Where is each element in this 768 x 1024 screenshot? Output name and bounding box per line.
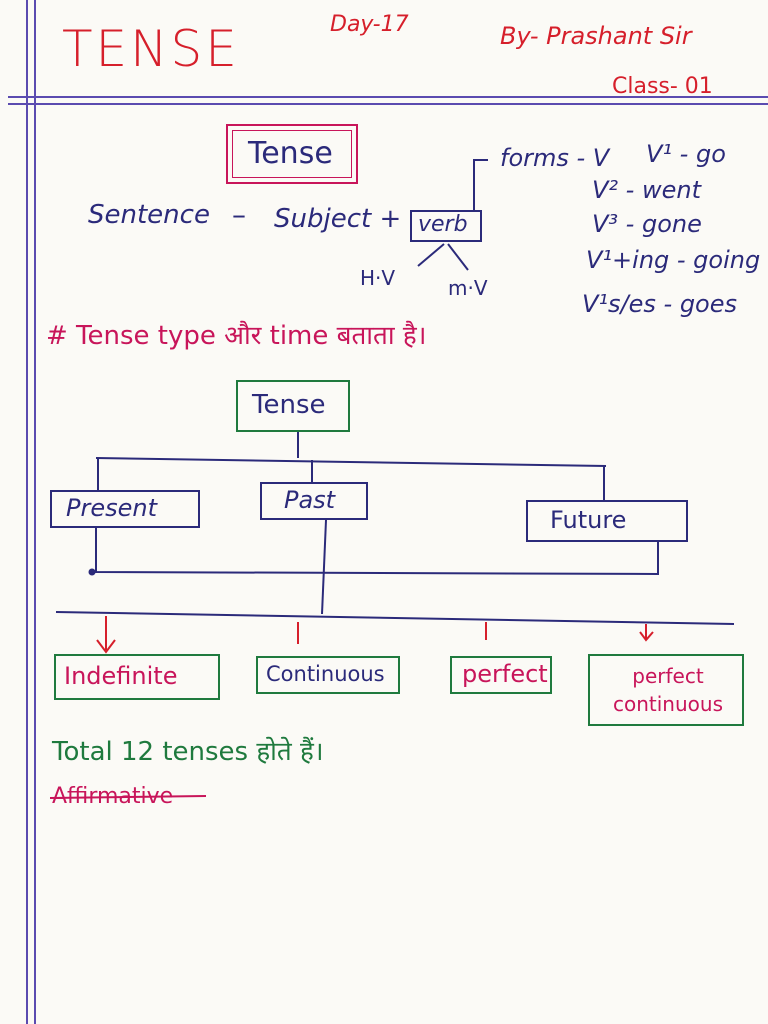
page-title: TENSE [62,20,240,78]
form-item: V¹+ing - going [586,246,761,274]
sentence-dash: – [232,198,246,231]
tense-box-label: Tense [248,136,333,171]
form-item: V³ - gone [592,210,702,238]
tree-node-past: Past [260,482,368,520]
tree-node-future: Future [526,500,688,542]
mv-label: m·V [448,276,488,300]
tree-node-perfect: perfect [450,656,552,694]
tree-node-present: Present [50,490,200,528]
tree-node-label: perfect [462,660,548,688]
tree-node-label: Indefinite [64,662,178,690]
tense-box: Tense [226,124,358,184]
tree-node-label: Past [284,486,336,514]
tense-note: # Tense type और time बताता है। [46,321,427,351]
tree-node-label: Future [550,506,627,534]
verb-word: verb [418,212,468,237]
form-item: V¹s/es - goes [582,290,738,318]
tree-root-box: Tense [236,380,350,432]
subject-word: Subject + [274,204,402,234]
tree-node-continuous: Continuous [256,656,400,694]
tree-node-label: Present [66,494,157,522]
struck-word: Affirmative [52,784,174,809]
author-label: By- Prashant Sir [500,22,692,50]
summary-line: Total 12 tenses होते हैं। [52,737,324,767]
forms-label: forms - V [500,144,610,172]
hv-label: H·V [360,266,396,290]
tree-root-label: Tense [252,390,326,420]
tree-node-perfect-continuous: perfect continuous [588,654,744,726]
header-rule-1 [8,96,768,98]
verb-box: verb [410,210,482,242]
header-rule-2 [8,103,768,105]
margin-line-left [26,0,28,1024]
tree-node-label: Continuous [266,662,385,686]
tree-node-indefinite: Indefinite [54,654,220,700]
form-item-first: V¹ - go [646,140,726,168]
tree-node-label: perfect continuous [613,664,723,716]
day-label: Day-17 [330,12,409,37]
class-label: Class- 01 [612,74,713,99]
margin-line-left-2 [34,0,36,1024]
sentence-word: Sentence [88,200,210,230]
form-item: V² - went [592,176,701,204]
